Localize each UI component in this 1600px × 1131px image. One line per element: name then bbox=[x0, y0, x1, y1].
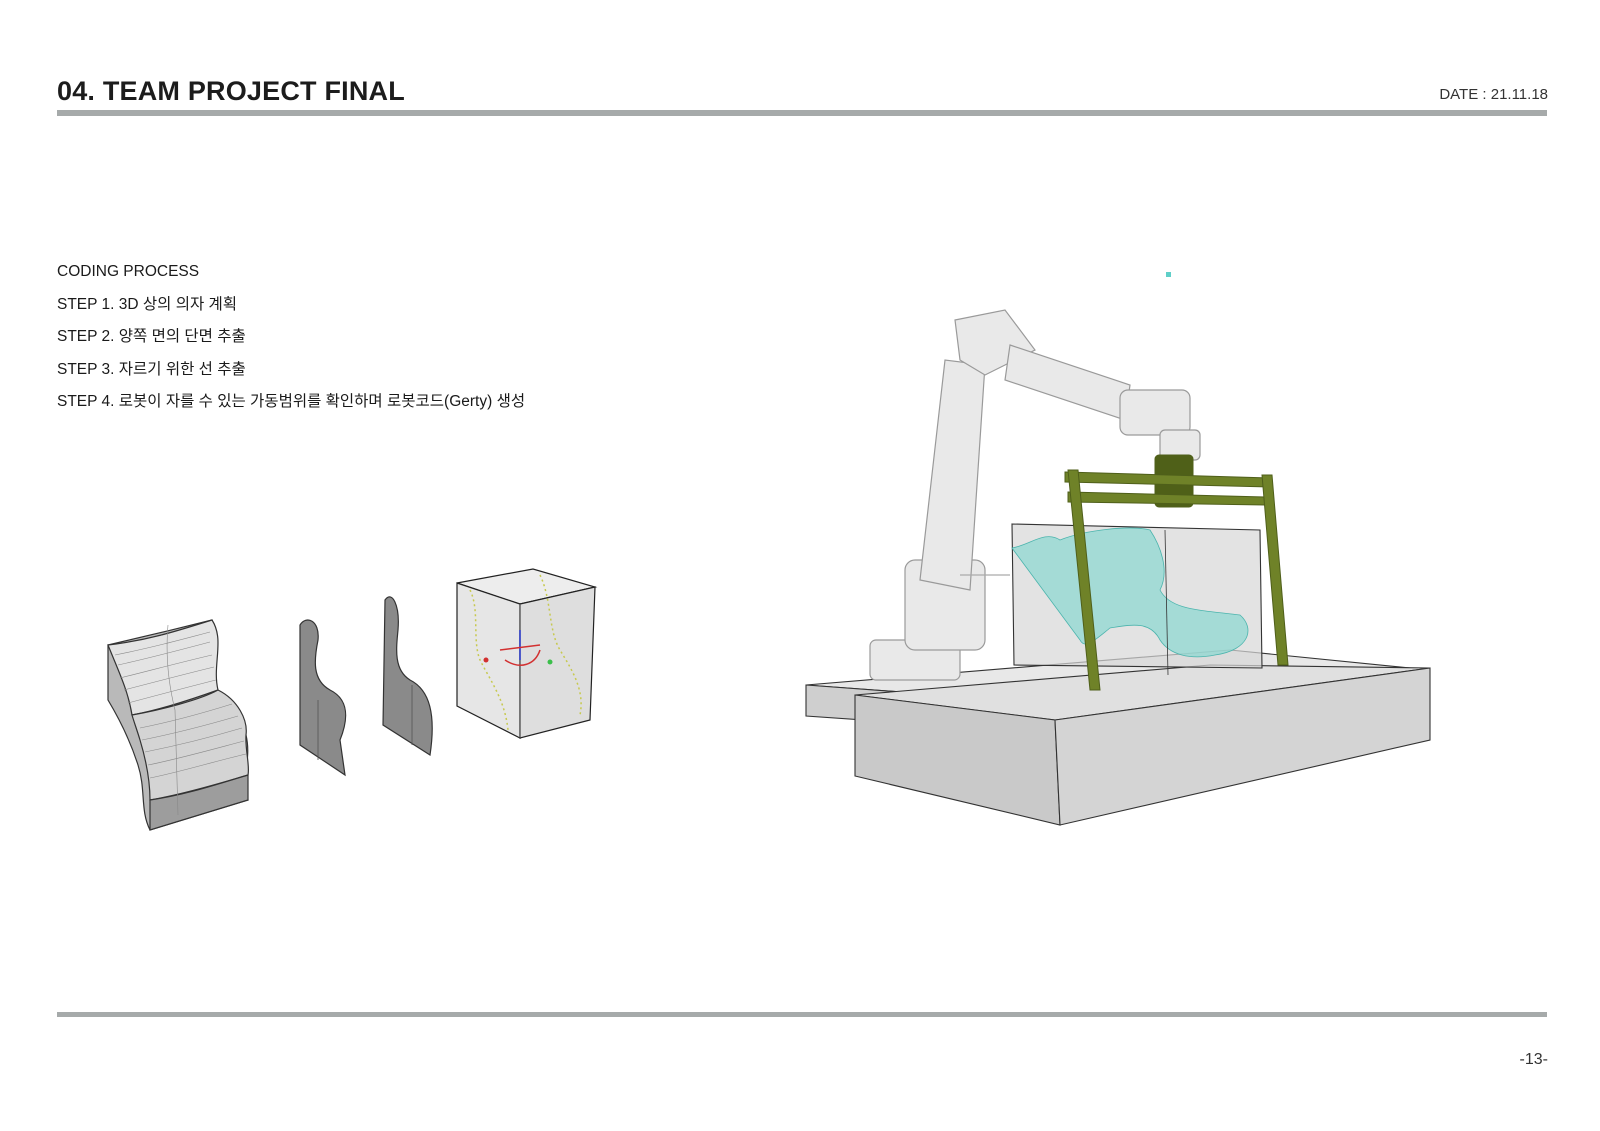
hot-wire-frame bbox=[1064, 454, 1289, 691]
page-number: -13- bbox=[1519, 1051, 1548, 1068]
chair-profile-left bbox=[299, 619, 347, 777]
process-step: STEP 2. 양쪽 면의 단면 추출 bbox=[57, 328, 246, 345]
coding-process-list: CODING PROCESS STEP 1. 3D 상의 의자 계획 STEP … bbox=[57, 262, 525, 425]
process-step: STEP 1. 3D 상의 의자 계획 bbox=[57, 295, 238, 313]
foam-block-with-cut-lines bbox=[456, 568, 598, 739]
process-step: STEP 4. 로봇이 자를 수 있는 가동범위를 확인하며 로봇코드(Gert… bbox=[57, 393, 526, 410]
foam-block bbox=[1011, 523, 1263, 676]
robot-arm bbox=[869, 309, 1201, 681]
process-heading: CODING PROCESS bbox=[57, 263, 200, 280]
chair-profile-right bbox=[382, 596, 433, 757]
chair-3d-model bbox=[107, 619, 250, 831]
work-table bbox=[805, 649, 1431, 826]
footer-divider bbox=[57, 1012, 1547, 1017]
process-step: STEP 3. 자르기 위한 선 추출 bbox=[57, 360, 246, 378]
page-title: 04. TEAM PROJECT FINAL bbox=[57, 76, 405, 106]
date-label: DATE : 21.11.18 bbox=[1439, 86, 1548, 103]
marker-dot bbox=[1166, 272, 1171, 277]
header-divider bbox=[57, 110, 1547, 116]
